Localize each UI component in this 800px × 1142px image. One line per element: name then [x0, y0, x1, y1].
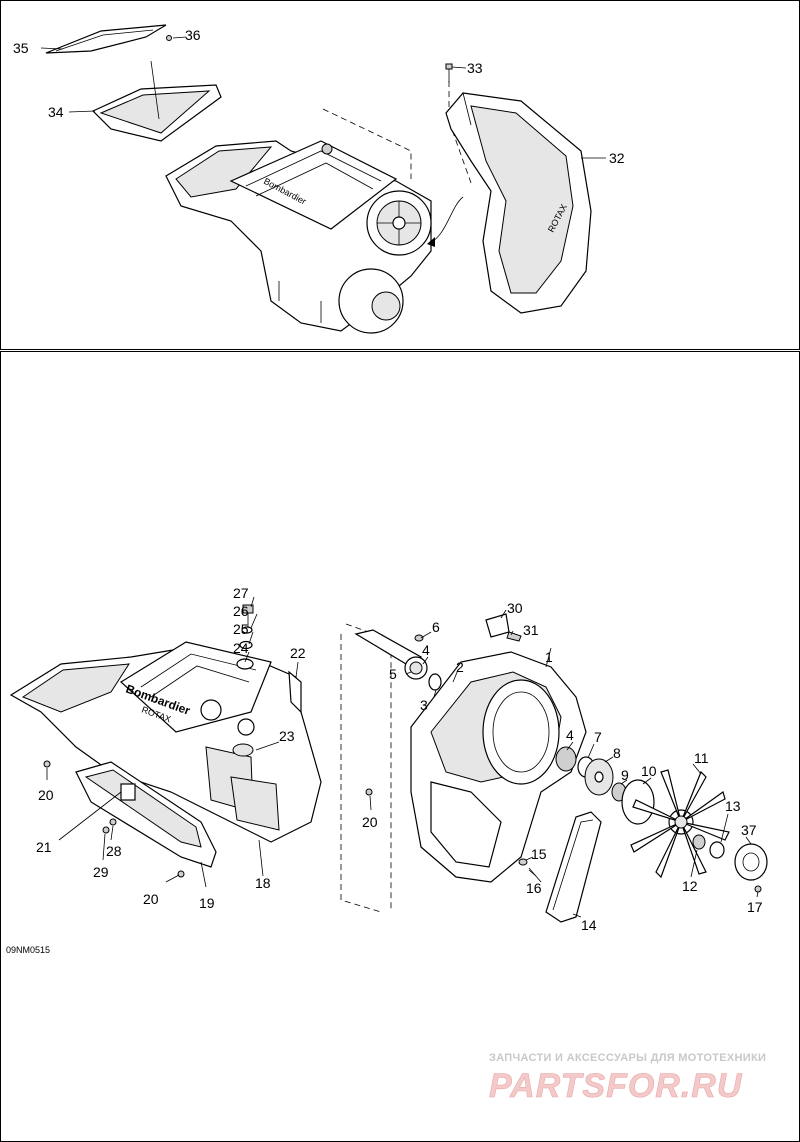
callout-33: 33	[467, 60, 483, 76]
callout-11: 11	[694, 750, 709, 766]
watermark-logo: PARTSFOR.RU	[489, 1067, 743, 1105]
bottom-panel: Bombardier ROTAX	[0, 351, 800, 1142]
part-22-lip	[288, 670, 302, 714]
callout-19: 19	[199, 895, 215, 911]
callout-12: 12	[682, 878, 698, 894]
top-panel: Bombardier ROTAX	[0, 0, 800, 350]
top-exploded-view: Bombardier ROTAX	[13, 24, 625, 334]
callout-13: 13	[725, 798, 741, 814]
callout-16: 16	[526, 880, 542, 896]
part-30-clip	[485, 613, 522, 642]
assembly-arrow	[428, 196, 464, 244]
callout-25: 25	[233, 621, 249, 637]
callout-37: 37	[741, 822, 757, 838]
watermark-tagline: ЗАПЧАСТИ И АКСЕССУАРЫ ДЛЯ МОТОТЕХНИКИ	[489, 1052, 766, 1064]
engine-assembly: Bombardier	[165, 140, 432, 334]
callout-9: 9	[621, 767, 629, 783]
callout-27: 27	[233, 585, 249, 601]
callout-17: 17	[747, 899, 763, 915]
callout-15: 15	[531, 846, 547, 862]
part-20-screws	[43, 760, 373, 878]
alignment-dash-bottom	[345, 623, 392, 912]
callout-18: 18	[255, 875, 271, 891]
callout-4-mid: 4	[566, 727, 574, 743]
callout-5: 5	[389, 666, 397, 682]
callout-8: 8	[613, 745, 621, 761]
part-14-belt	[545, 811, 602, 923]
callout-23: 23	[279, 728, 295, 744]
callout-21: 21	[36, 839, 52, 855]
callout-20-right: 20	[362, 814, 378, 830]
part-33-bolt	[445, 63, 453, 83]
part-37-cap	[734, 843, 768, 881]
part-17-screw	[754, 885, 762, 893]
callout-26: 26	[233, 603, 249, 619]
part-18-shroud: Bombardier ROTAX	[9, 641, 322, 843]
part-19-duct	[75, 761, 217, 868]
callout-35: 35	[13, 40, 29, 56]
callout-22: 22	[290, 645, 306, 661]
callout-30: 30	[507, 600, 523, 616]
part-32-fan-cowl: ROTAX	[445, 92, 592, 314]
part-1-housing	[410, 651, 587, 883]
callout-20-bottom: 20	[143, 891, 159, 907]
callout-10: 10	[641, 763, 657, 779]
part-13-nut	[709, 841, 725, 859]
callout-2: 2	[456, 659, 464, 675]
part-11-fan	[630, 769, 730, 879]
callout-32: 32	[609, 150, 625, 166]
callout-28: 28	[106, 843, 122, 859]
callout-36: 36	[185, 27, 201, 43]
part-12-nut	[692, 834, 706, 850]
bottom-exploded-view: Bombardier ROTAX	[6, 585, 768, 1105]
callout-6: 6	[432, 619, 440, 635]
part-34-tray	[91, 60, 222, 142]
callout-24: 24	[233, 640, 249, 656]
part-27-screw-stack	[232, 604, 254, 757]
callout-29: 29	[93, 864, 109, 880]
callout-1: 1	[545, 649, 553, 665]
alignment-dash-top	[322, 108, 412, 179]
callout-4-top: 4	[422, 642, 430, 658]
part-35-cover	[45, 24, 167, 54]
callout-20-left: 20	[38, 787, 54, 803]
callout-31: 31	[523, 622, 539, 638]
drawing-code: 09NM0515	[6, 945, 50, 955]
part-8-disc	[584, 758, 614, 796]
callout-14: 14	[581, 917, 597, 933]
callout-34: 34	[48, 104, 64, 120]
part-36-screw	[166, 35, 172, 41]
alignment-dash-bottom-2	[340, 634, 382, 913]
callout-3: 3	[420, 697, 428, 713]
callout-7: 7	[594, 729, 602, 745]
